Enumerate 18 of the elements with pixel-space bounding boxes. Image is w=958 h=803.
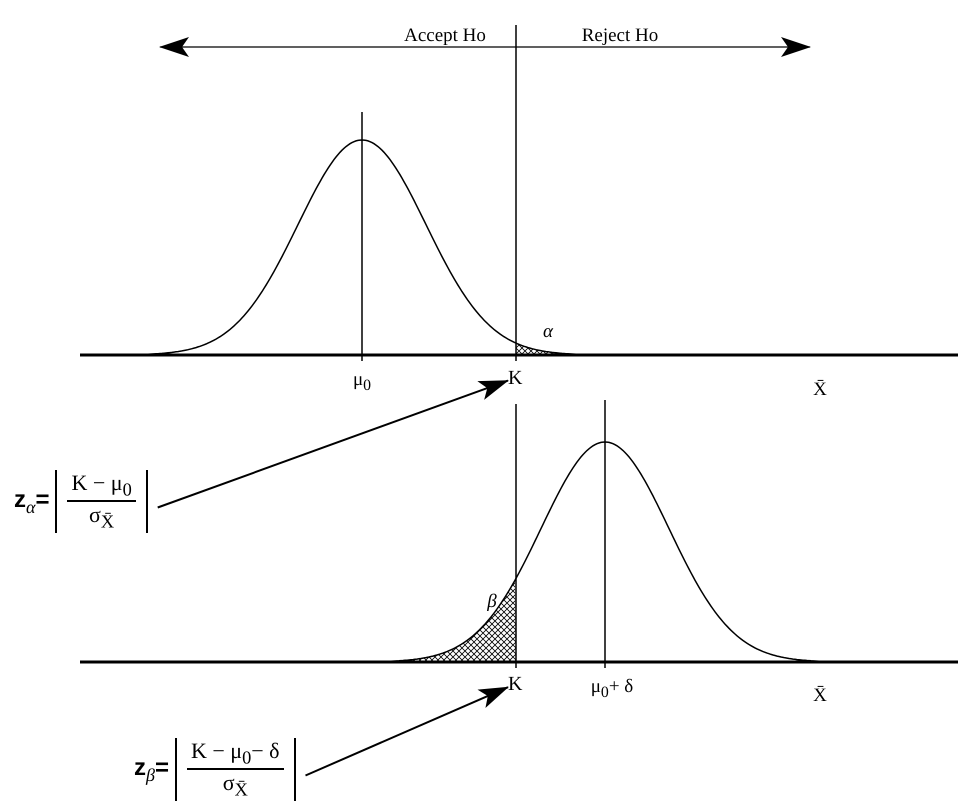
- critical-value-label: K: [508, 368, 522, 388]
- fraction-numerator: K − μ$_{0}$: [67, 470, 136, 502]
- region-label: Accept Ho: [404, 26, 486, 47]
- axis-label: X̄: [813, 380, 827, 401]
- axis-label: X̄: [813, 686, 827, 707]
- arrow: [157, 380, 509, 508]
- critical-value-label: K: [508, 674, 522, 694]
- arrow: [305, 686, 509, 776]
- fraction-denominator: σ$_{X̄}$: [222, 770, 248, 801]
- region-label: Reject Ho: [582, 26, 658, 47]
- mean-shift-label: μ$_{0}$+ δ: [590, 677, 634, 702]
- mean-label: μ$_{0}$: [352, 370, 372, 394]
- fraction-denominator: σ$_{X̄}$: [89, 502, 114, 533]
- formula-lhs: z$_{β}$=: [134, 754, 169, 786]
- alpha-symbol: α: [543, 322, 553, 343]
- fraction-numerator: K − μ$_{0}$− δ: [186, 738, 284, 770]
- beta-symbol: β: [487, 592, 497, 613]
- formula-lhs: z$_{α}$=: [14, 486, 50, 518]
